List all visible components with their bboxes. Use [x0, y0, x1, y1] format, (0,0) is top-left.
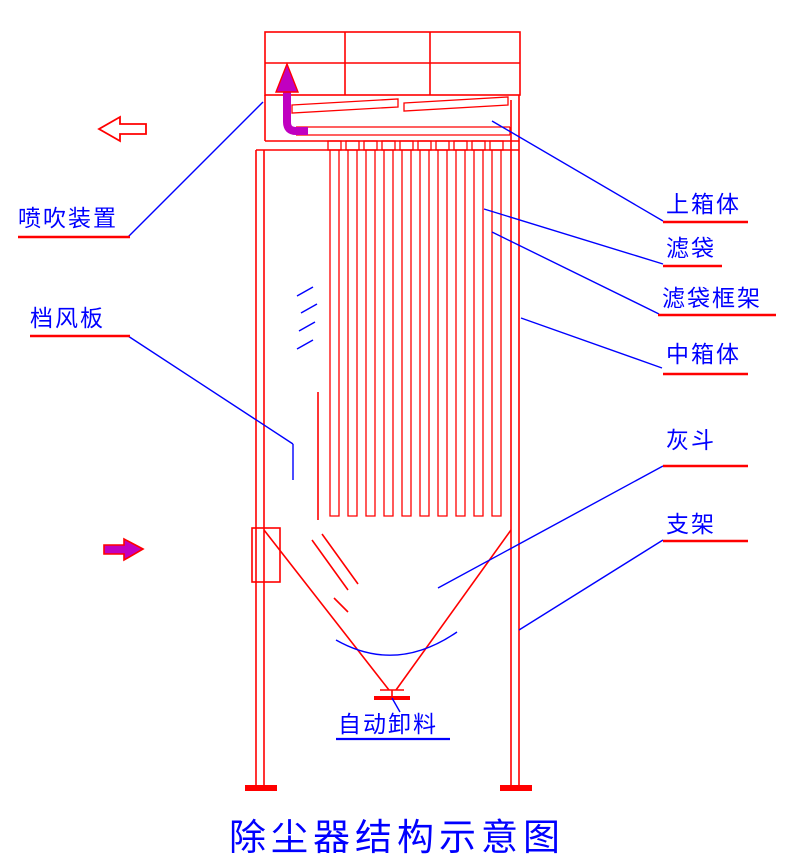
- ash-hopper: [263, 529, 512, 691]
- filter-bags: [327, 140, 504, 517]
- label-pulse-blowing-device: 喷吹装置: [18, 205, 118, 231]
- label-underlines: [18, 220, 776, 741]
- diagram-title: 除尘器结构示意图: [229, 817, 565, 859]
- discharge-valve: [374, 689, 410, 700]
- label-filter-bag: 滤袋: [666, 235, 716, 261]
- tube-sheet: [256, 140, 519, 151]
- inlet-duct: [251, 527, 359, 613]
- support-feet: [245, 785, 532, 791]
- airflow-dashes: [296, 286, 318, 350]
- inlet-arrow-icon: [103, 537, 145, 562]
- blow-pipe: [296, 126, 511, 136]
- tube-sheet-covers: [291, 96, 509, 114]
- label-auto-discharge: 自动卸料: [338, 711, 438, 737]
- hopper-level-arc: [335, 631, 458, 656]
- label-filter-bag-cage: 滤袋框架: [662, 285, 762, 311]
- outlet-arrow-icon: [97, 115, 147, 143]
- label-ash-hopper: 灰斗: [666, 427, 716, 453]
- label-support-frame: 支架: [666, 511, 716, 537]
- label-wind-baffle: 档风板: [30, 305, 105, 331]
- label-upper-box: 上箱体: [666, 191, 741, 217]
- pulse-air-arrow-icon: [274, 62, 308, 135]
- casing-walls: [255, 95, 520, 785]
- label-middle-box: 中箱体: [666, 341, 741, 367]
- upper-box: [264, 31, 521, 141]
- leader-lines: [127, 101, 664, 713]
